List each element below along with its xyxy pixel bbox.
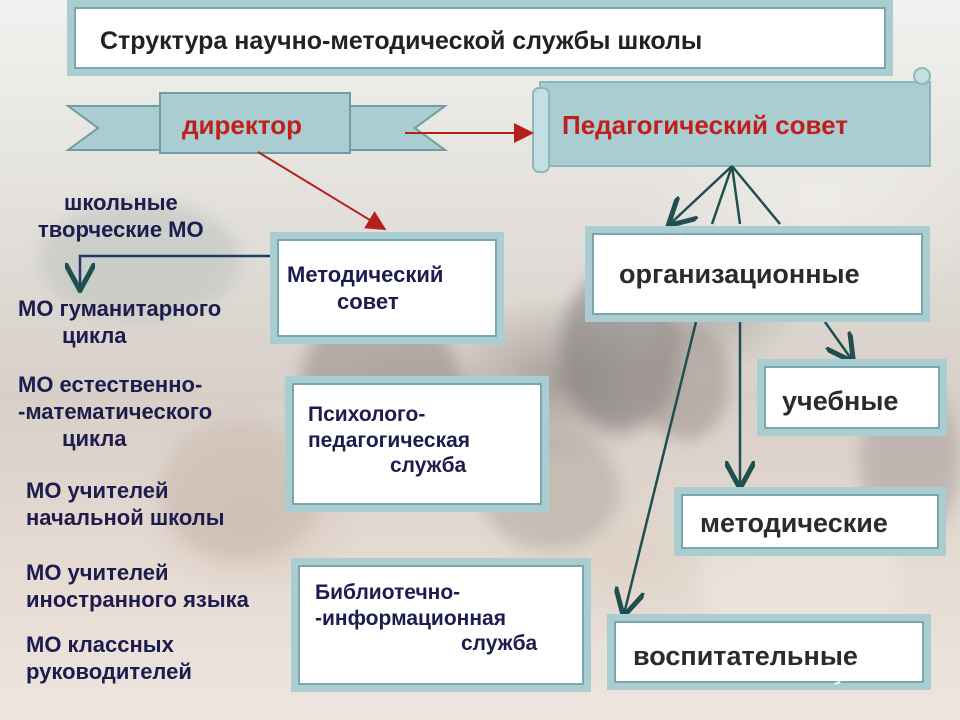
scroll-roll-left bbox=[532, 87, 550, 173]
ribbon-right-tail bbox=[347, 105, 449, 151]
educational-label: учебные bbox=[782, 386, 899, 416]
mo-humanitarian: МО гуманитарного цикла bbox=[18, 296, 222, 348]
arrow-council-mid2 bbox=[730, 165, 742, 225]
ribbon-center bbox=[159, 92, 351, 154]
mo-natural-math: МО естественно- -математического цикла bbox=[18, 372, 213, 451]
mo-class-leaders: МО классных руководителей bbox=[26, 632, 192, 684]
organizational-box bbox=[585, 226, 930, 322]
director-label: директор bbox=[182, 110, 302, 140]
scroll-body bbox=[539, 81, 931, 167]
upbringing-label: воспитательные bbox=[633, 641, 858, 671]
title-box bbox=[67, 0, 893, 76]
psych-service-box bbox=[285, 376, 549, 512]
educational-box bbox=[757, 359, 947, 436]
arrow-council-mid1 bbox=[710, 165, 734, 225]
arrow-method-mo bbox=[80, 254, 270, 288]
organizational-label: организационные bbox=[619, 259, 860, 289]
upbringing-box bbox=[607, 614, 931, 690]
arrow-council-right bbox=[731, 165, 781, 225]
ped-council-label: Педагогический совет bbox=[562, 110, 848, 140]
school-mo-label: школьные творческие МО bbox=[38, 190, 204, 242]
methodical-box bbox=[674, 487, 946, 556]
arrow-to-upbringing bbox=[624, 321, 698, 614]
ribbon-left-tail bbox=[64, 105, 166, 151]
page-title: Структура научно-методической службы шко… bbox=[100, 27, 703, 55]
library-service-box bbox=[291, 558, 591, 692]
arrow-to-educational bbox=[823, 321, 852, 360]
method-council-box bbox=[270, 232, 504, 344]
arrow-council-left bbox=[670, 165, 733, 224]
library-service-label: Библиотечно- -информационная служба bbox=[315, 581, 538, 656]
arrow-director-method bbox=[257, 151, 387, 231]
mo-foreign: МО учителей иностранного языка bbox=[26, 560, 249, 612]
scroll-roll-top bbox=[913, 67, 931, 85]
watermark-logo: MyShared bbox=[814, 660, 924, 685]
method-council-label: Методический совет bbox=[287, 262, 444, 314]
psych-service-label: Психолого- педагогическая служба bbox=[308, 403, 471, 478]
methodical-label: методические bbox=[700, 508, 888, 538]
mo-primary: МО учителей начальной школы bbox=[26, 478, 225, 530]
